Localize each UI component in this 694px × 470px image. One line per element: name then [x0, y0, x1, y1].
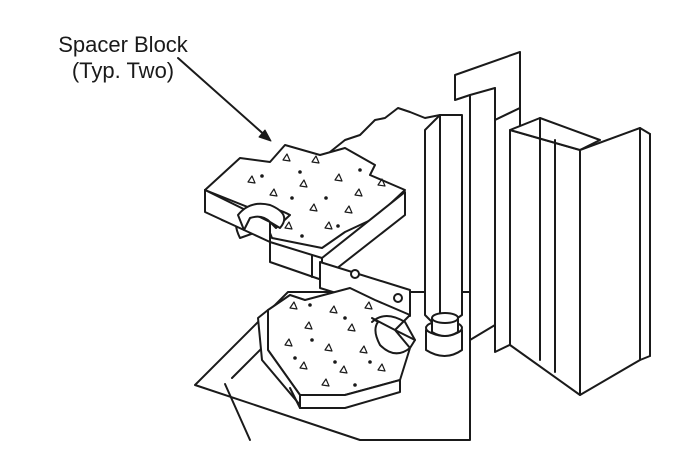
concrete-texture-top [247, 153, 386, 238]
concrete-texture-bottom [284, 301, 386, 387]
column-post [424, 114, 463, 357]
break-line [329, 107, 441, 153]
callout-leader-arrow [177, 57, 272, 142]
callout-label-subtitle: (Typ. Two) [71, 58, 175, 83]
callout-label-title: Spacer Block [58, 32, 188, 57]
steel-channel [454, 51, 651, 396]
spacer-block-top [204, 144, 406, 281]
